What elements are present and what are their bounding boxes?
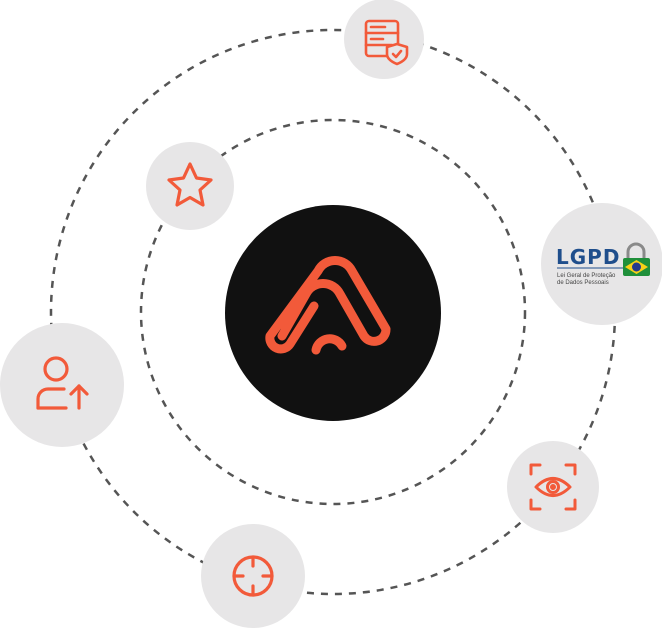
lgpd-title: LGPD [556, 245, 620, 269]
server-shield-icon [364, 19, 409, 66]
eye-scan-icon [529, 463, 577, 511]
lgpd-subtitle-2: de Dados Pessoais [557, 280, 609, 286]
node-star-bg [146, 142, 234, 230]
node-user-upload[interactable] [0, 323, 124, 447]
node-lgpd-bg [541, 203, 662, 325]
lgpd-subtitle-1: Lei Geral de Proteção [557, 273, 616, 279]
node-target-bg [201, 524, 305, 628]
node-target[interactable] [201, 524, 305, 628]
user-upload-icon [36, 356, 89, 410]
lgpd-logo: LGPD Lei Geral de Proteção de Dados Pess… [556, 242, 650, 286]
brand-logo [265, 256, 391, 355]
star-icon [167, 162, 213, 207]
node-user-upload-bg [0, 323, 124, 447]
center-circle [225, 205, 441, 421]
node-star[interactable] [146, 142, 234, 230]
node-lgpd[interactable]: LGPD Lei Geral de Proteção de Dados Pess… [541, 203, 662, 325]
node-server-shield[interactable] [344, 0, 424, 79]
inner-orbit [139, 118, 527, 506]
target-icon [232, 555, 274, 597]
lock-icon [623, 242, 650, 276]
node-eye-scan[interactable] [507, 441, 599, 533]
center-logo [225, 205, 441, 421]
